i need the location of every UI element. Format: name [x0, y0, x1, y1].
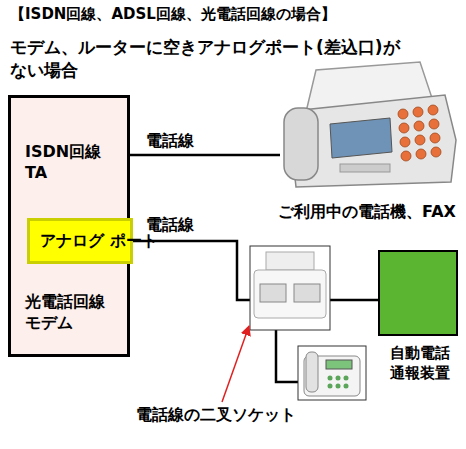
device-box: ISDN回線 TA 光電話回線 モデム アナログ ポート [8, 95, 130, 357]
analog-port-box: アナログ ポート [27, 218, 133, 264]
phone-wire [276, 318, 302, 382]
phone-fax-node: ご利用中の電話機、FAX [280, 62, 458, 194]
edge-label: 電話線 [146, 131, 194, 152]
edge-label: 電話線 [146, 215, 194, 236]
fax-illustration [284, 62, 456, 187]
node-text: ご利用中の電話機、FAX [260, 202, 466, 223]
title: 【ISDN回線、ADSL回線、光電話回線の場合】 [10, 5, 460, 24]
subtitle: モデム、ルーターに空きアナログポート(差込口)が ない場合 [10, 36, 462, 82]
phone-line [133, 241, 378, 300]
socket-illustration [250, 246, 330, 330]
callout-label: 電話線の二叉ソケット [136, 404, 336, 426]
node-text: ISDN回線 TA [25, 142, 117, 184]
auto-alarm-box: 自動電話 通報装置 [378, 250, 458, 336]
node-text: 自動電話 通報装置 [366, 344, 466, 383]
node-text: 光電話回線 モデム [25, 292, 125, 334]
callout-arrow [222, 326, 249, 402]
phone-illustration [298, 346, 366, 400]
phone-line [130, 154, 280, 157]
node-text: アナログ ポート [40, 221, 120, 261]
